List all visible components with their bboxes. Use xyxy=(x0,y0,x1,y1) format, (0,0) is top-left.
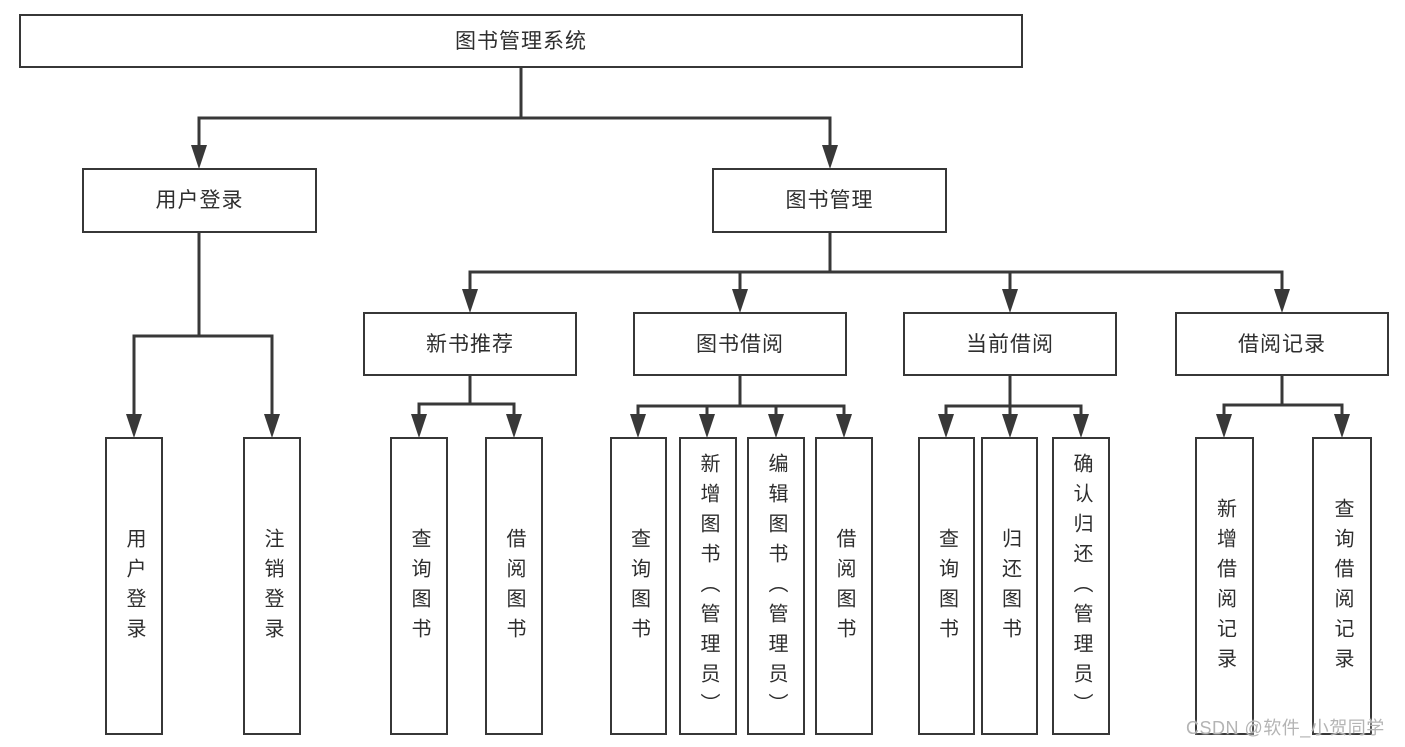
leaf-query-books-recommend: 查询图书 xyxy=(390,437,448,735)
leaf-query-borrow-record: 查询借阅记录 xyxy=(1312,437,1372,735)
node-book-borrowing: 图书借阅 xyxy=(633,312,847,376)
leaf-query-books-current: 查询图书 xyxy=(918,437,975,735)
leaf-add-book-admin: 新增图书（管理员） xyxy=(679,437,737,735)
csdn-watermark: CSDN @软件_小贺同学 xyxy=(1186,718,1385,738)
node-current-borrowing: 当前借阅 xyxy=(903,312,1117,376)
leaf-logout: 注销登录 xyxy=(243,437,301,735)
arrowheads xyxy=(126,145,1350,438)
leaf-query-books-borrowing: 查询图书 xyxy=(610,437,667,735)
leaf-add-borrow-record: 新增借阅记录 xyxy=(1195,437,1254,735)
leaf-confirm-return-admin: 确认归还（管理员） xyxy=(1052,437,1110,735)
node-user-login-branch: 用户登录 xyxy=(82,168,317,233)
leaf-borrow-books-recommend: 借阅图书 xyxy=(485,437,543,735)
leaf-user-login: 用户登录 xyxy=(105,437,163,735)
leaf-borrow-books: 借阅图书 xyxy=(815,437,873,735)
node-book-management: 图书管理 xyxy=(712,168,947,233)
node-library-system: 图书管理系统 xyxy=(19,14,1023,68)
node-new-book-recommend: 新书推荐 xyxy=(363,312,577,376)
leaf-edit-book-admin: 编辑图书（管理员） xyxy=(747,437,805,735)
node-borrow-records: 借阅记录 xyxy=(1175,312,1389,376)
leaf-return-books: 归还图书 xyxy=(981,437,1038,735)
